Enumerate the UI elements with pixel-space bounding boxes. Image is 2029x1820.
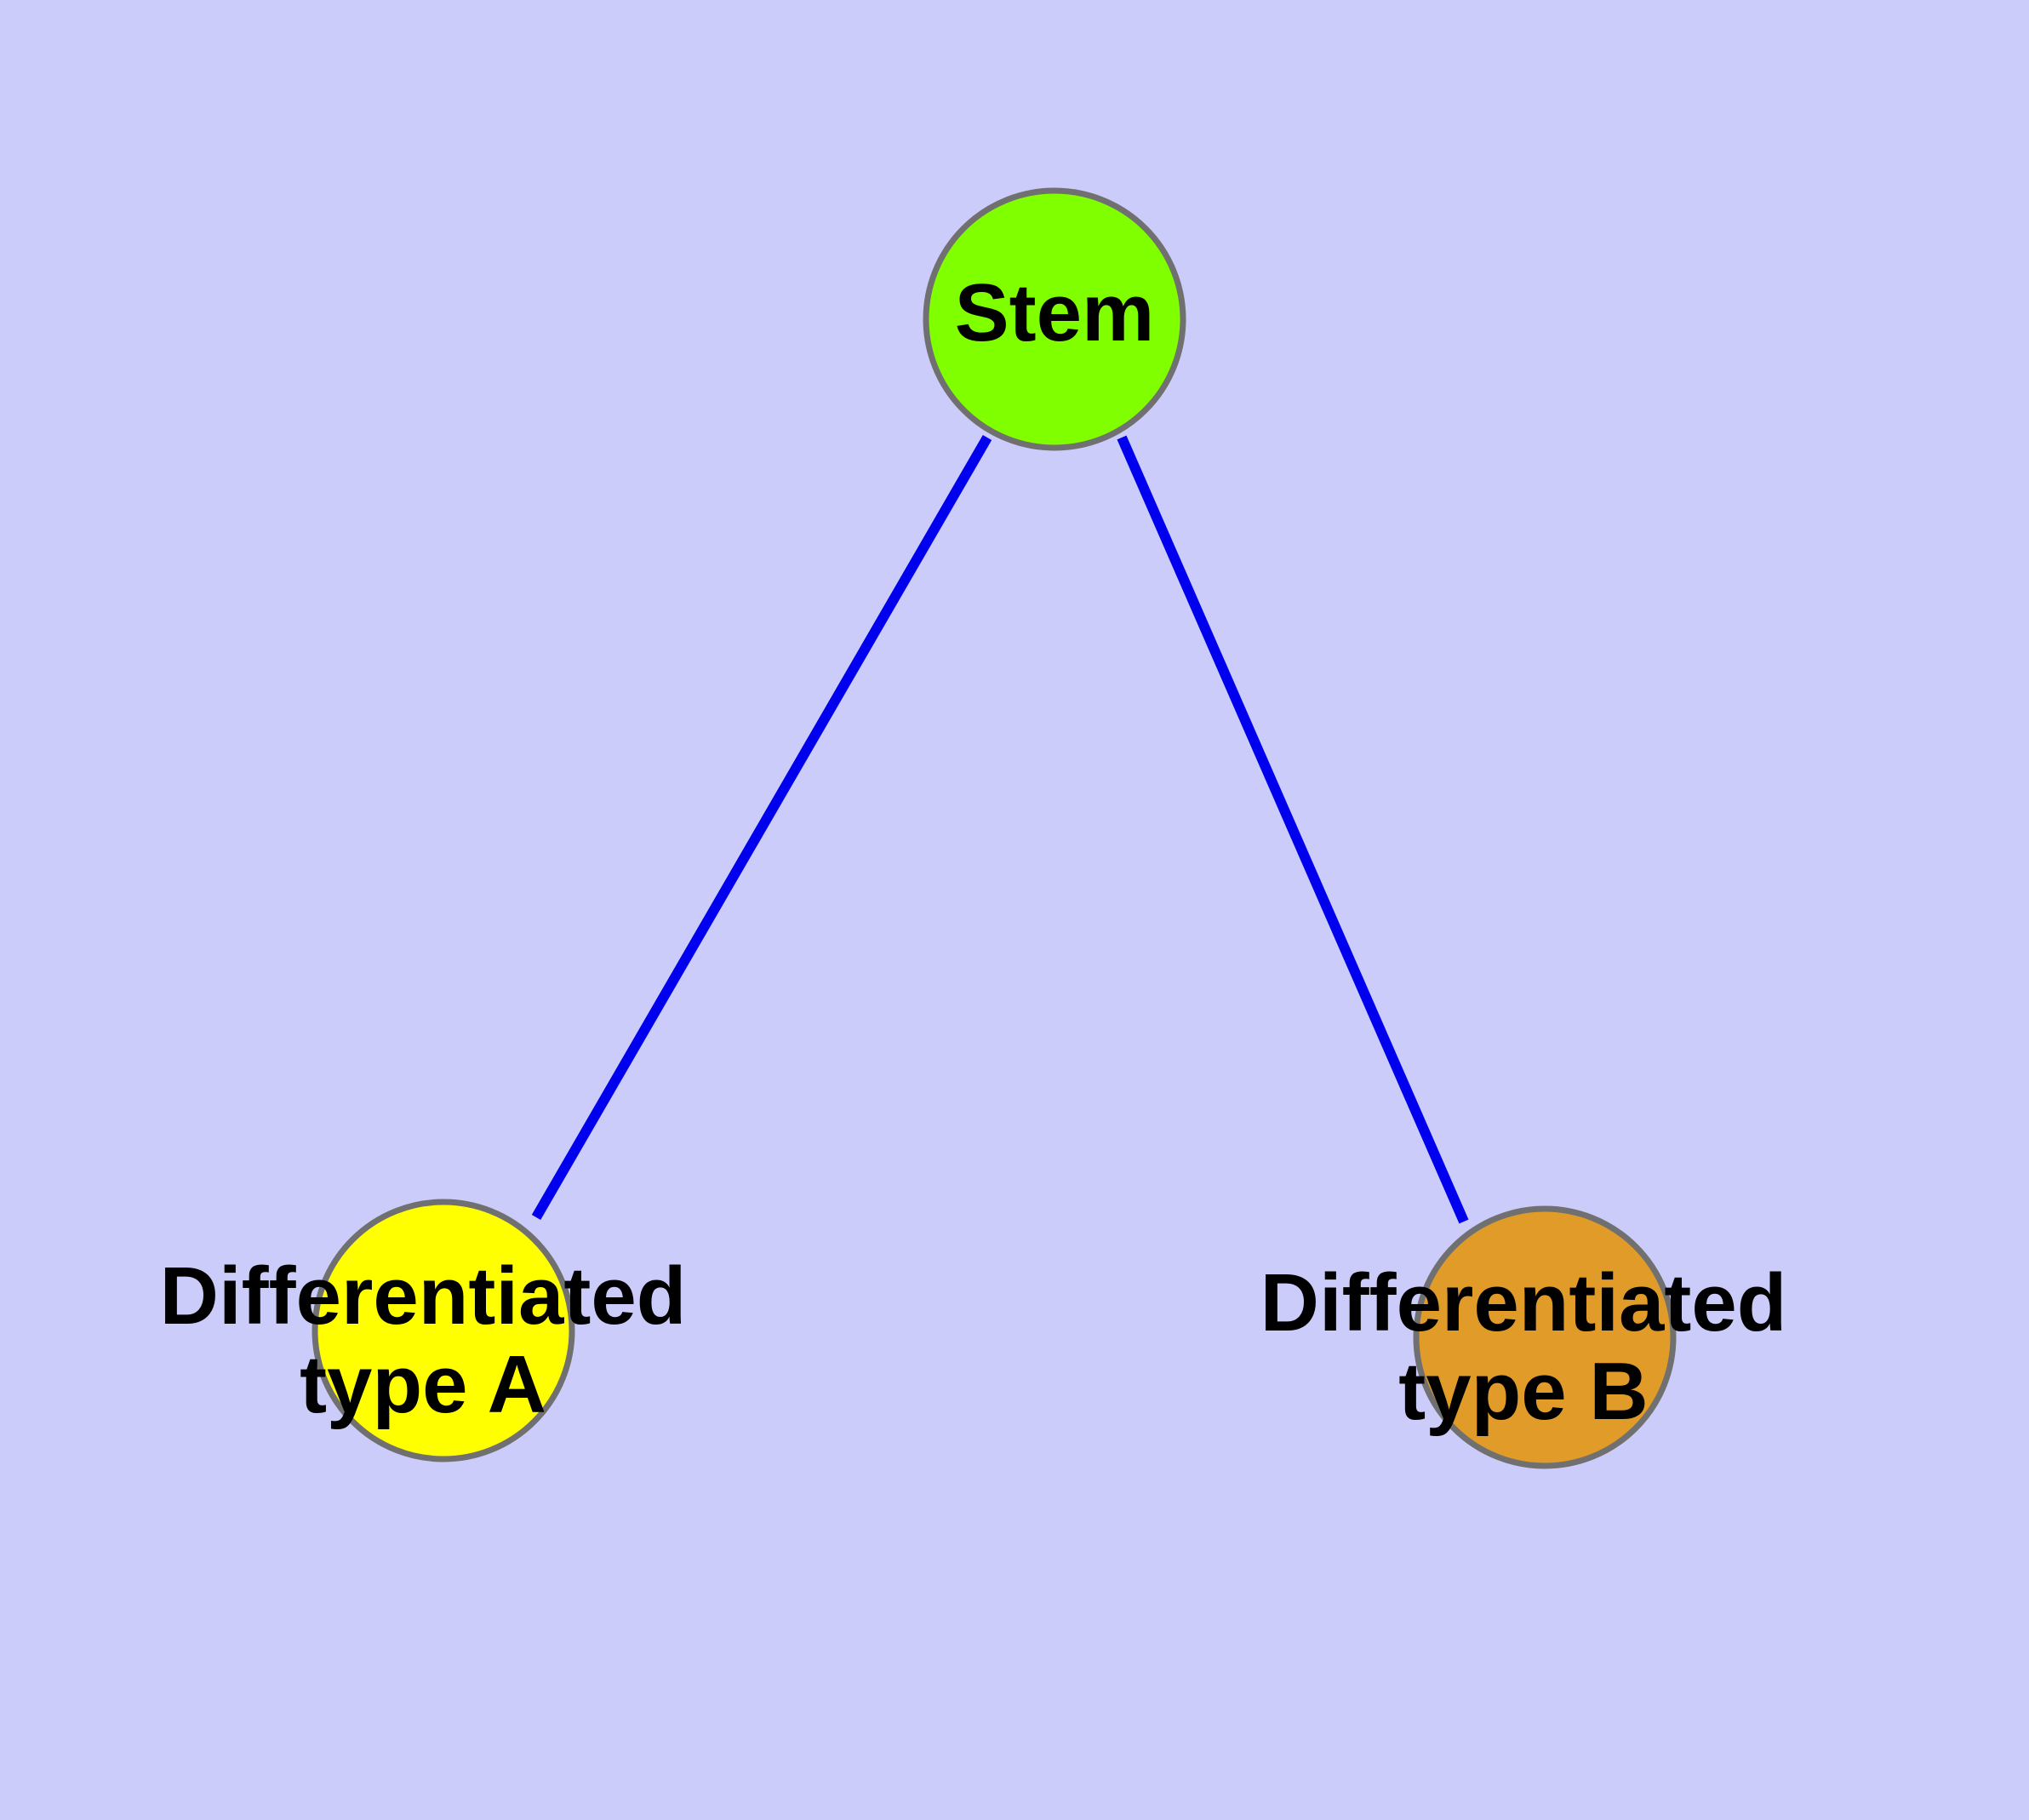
node-label-line: Differentiated bbox=[160, 1251, 687, 1342]
node-circle-differentiated-type-b[interactable] bbox=[1413, 1205, 1677, 1469]
node-label-line: Differentiated bbox=[1260, 1257, 1787, 1348]
node-layer bbox=[311, 187, 1677, 1469]
node-circle-stem[interactable] bbox=[923, 187, 1186, 451]
edge-stem-to-differentiated-type-a[interactable] bbox=[531, 434, 992, 1221]
node-label-line: type B bbox=[1398, 1346, 1648, 1437]
node-circle-differentiated-type-a[interactable] bbox=[311, 1199, 575, 1462]
node-label-stem: Stem bbox=[955, 267, 1155, 358]
node-label-line: Stem bbox=[955, 267, 1155, 358]
edge-layer bbox=[531, 434, 1469, 1224]
edge-stem-to-differentiated-type-b[interactable] bbox=[1117, 435, 1469, 1224]
node-label-line: type A bbox=[300, 1339, 546, 1430]
